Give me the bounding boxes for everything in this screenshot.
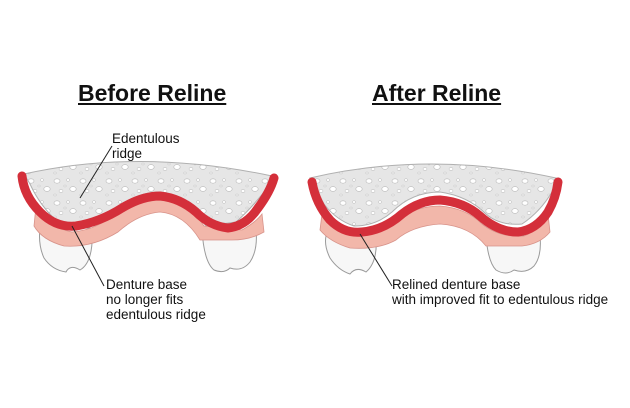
denture-base-label: Denture base no longer fits edentulous r…	[106, 277, 206, 322]
edentulous-ridge-label-line-2: ridge	[112, 146, 143, 161]
relined-base-leader-line	[359, 233, 393, 287]
denture-base-label-line-2: no longer fits	[106, 292, 184, 307]
after-reline-title: After Reline	[372, 80, 502, 106]
ridge-leader-line	[79, 145, 113, 199]
denture-base-label-line-3: edentulous ridge	[106, 307, 206, 322]
relined-base-label-line-2: with improved fit to edentulous ridge	[392, 292, 609, 307]
edentulous-ridge-label: Edentulous ridge	[112, 131, 180, 161]
before-denture-base	[17, 171, 279, 233]
denture-base-label-line-1: Denture base	[106, 277, 188, 292]
denture-base-leader-line	[71, 225, 105, 287]
relined-base-label: Relined denture base with improved fit t…	[392, 277, 608, 307]
after-edentulous-ridge	[309, 163, 557, 227]
relined-base-label-line-1: Relined denture base	[392, 277, 521, 292]
edentulous-ridge-label-line-1: Edentulous	[112, 131, 180, 146]
before-reline-title: Before Reline	[78, 80, 227, 106]
after-reline-illustration	[307, 163, 563, 287]
after-relined-denture-base	[307, 177, 563, 237]
before-reline-illustration	[17, 145, 279, 287]
